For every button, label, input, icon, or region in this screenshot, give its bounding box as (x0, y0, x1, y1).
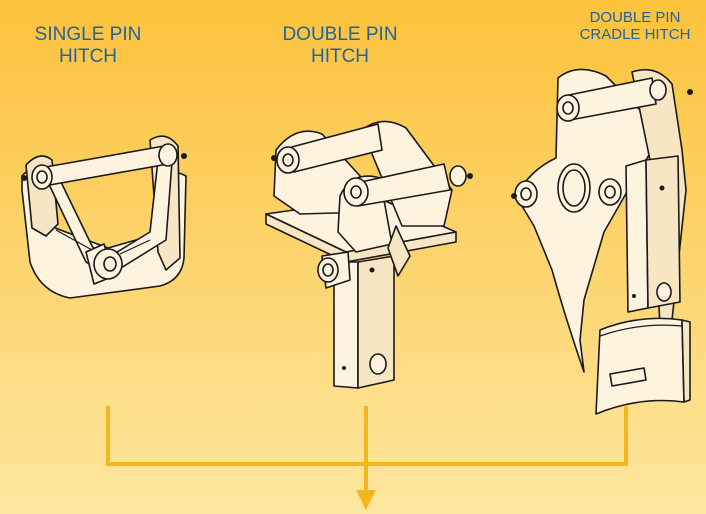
label-single-pin-hitch: SINGLE PIN HITCH (18, 24, 158, 68)
double-pin-hitch-illustration (265, 120, 473, 389)
arrow-head-icon (356, 490, 376, 510)
label-double-line-1: DOUBLE PIN (282, 24, 398, 45)
label-single-line-1: SINGLE PIN (34, 24, 142, 45)
label-double-pin-hitch: DOUBLE PIN HITCH (262, 24, 418, 68)
cradle-hitch-illustration (511, 68, 693, 415)
label-double-pin-cradle-hitch: DOUBLE PIN CRADLE HITCH (560, 9, 706, 44)
single-pin-hitch-illustration (21, 135, 187, 299)
connector-arrow (106, 406, 628, 510)
label-double-line-2: HITCH (310, 45, 370, 67)
label-single-line-2: HITCH (58, 45, 118, 67)
label-cradle-line-2: CRADLE HITCH (579, 26, 691, 44)
label-cradle-line-1: DOUBLE PIN (589, 9, 681, 26)
